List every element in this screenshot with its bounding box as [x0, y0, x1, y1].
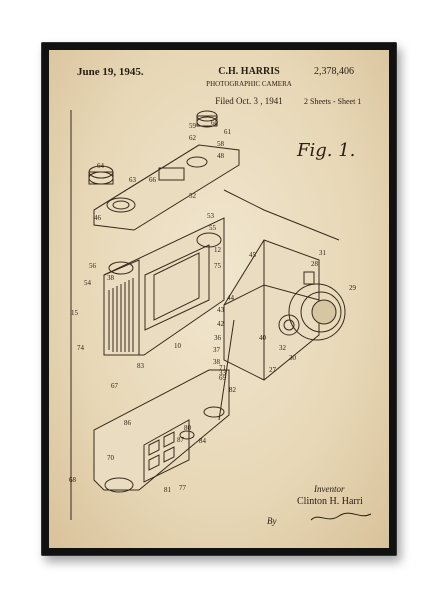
- picture-frame: 64 63 66 59 60 61 62 58 48 52 46 53 55 12 75 56 54 1…: [41, 42, 397, 556]
- patent-subject: PHOTOGRAPHIC CAMERA: [206, 80, 292, 88]
- svg-text:64: 64: [97, 162, 105, 170]
- inventor-name: Clinton H. Harri: [297, 496, 363, 507]
- svg-text:55: 55: [209, 224, 217, 232]
- by-label: By: [267, 516, 277, 526]
- patent-number: 2,378,406: [314, 66, 354, 77]
- svg-text:48: 48: [217, 152, 225, 160]
- svg-text:38: 38: [107, 274, 115, 282]
- svg-text:28: 28: [311, 260, 319, 268]
- svg-text:53: 53: [207, 212, 215, 220]
- svg-text:86: 86: [124, 419, 132, 427]
- filed-date: Filed Oct. 3 , 1941: [215, 96, 283, 106]
- svg-text:54: 54: [84, 279, 92, 287]
- svg-text:38: 38: [213, 358, 221, 366]
- svg-text:87: 87: [177, 436, 185, 444]
- svg-text:61: 61: [224, 128, 232, 136]
- inventor-label: Inventor: [314, 484, 345, 494]
- svg-text:58: 58: [217, 140, 225, 148]
- svg-text:70: 70: [107, 454, 115, 462]
- svg-text:46: 46: [94, 214, 102, 222]
- svg-text:60: 60: [211, 119, 219, 127]
- svg-text:43: 43: [217, 306, 225, 314]
- svg-text:15: 15: [71, 309, 79, 317]
- inventor-header: C.H. HARRIS: [218, 66, 280, 77]
- svg-text:32: 32: [279, 344, 287, 352]
- svg-text:63: 63: [129, 176, 137, 184]
- svg-text:52: 52: [189, 192, 197, 200]
- svg-text:82: 82: [229, 386, 237, 394]
- svg-text:74: 74: [77, 344, 85, 352]
- svg-text:56: 56: [89, 262, 97, 270]
- svg-text:59: 59: [189, 122, 197, 130]
- svg-text:37: 37: [213, 346, 221, 354]
- svg-text:10: 10: [174, 342, 182, 350]
- svg-text:68: 68: [69, 476, 77, 484]
- svg-text:66: 66: [149, 176, 157, 184]
- svg-text:30: 30: [289, 354, 297, 362]
- figure-label: Fig. 1.: [297, 140, 356, 161]
- svg-text:80: 80: [184, 424, 192, 432]
- svg-text:36: 36: [214, 334, 222, 342]
- svg-text:33: 33: [219, 369, 227, 377]
- svg-text:12: 12: [214, 246, 222, 254]
- svg-text:42: 42: [217, 320, 225, 328]
- svg-text:83: 83: [137, 362, 145, 370]
- svg-text:81: 81: [164, 486, 172, 494]
- svg-text:29: 29: [349, 284, 357, 292]
- svg-text:45: 45: [249, 251, 257, 259]
- svg-text:75: 75: [214, 262, 222, 270]
- svg-text:40: 40: [259, 334, 267, 342]
- svg-text:67: 67: [111, 382, 119, 390]
- camera-patent-drawing: 64 63 66 59 60 61 62 58 48 52 46 53 55 12 75 56 54 1…: [69, 110, 372, 521]
- patent-print: 64 63 66 59 60 61 62 58 48 52 46 53 55 12 75 56 54 1…: [49, 50, 389, 548]
- sheet-count: 2 Sheets - Sheet 1: [304, 97, 362, 106]
- svg-text:77: 77: [179, 484, 187, 492]
- svg-text:84: 84: [199, 437, 207, 445]
- svg-text:31: 31: [319, 249, 327, 257]
- patent-date: June 19, 1945.: [77, 66, 144, 78]
- signature-scribble: [310, 512, 372, 521]
- svg-text:71: 71: [219, 364, 227, 372]
- svg-text:44: 44: [227, 294, 235, 302]
- svg-text:69: 69: [219, 374, 227, 382]
- svg-text:62: 62: [189, 134, 197, 142]
- svg-text:27: 27: [269, 366, 277, 374]
